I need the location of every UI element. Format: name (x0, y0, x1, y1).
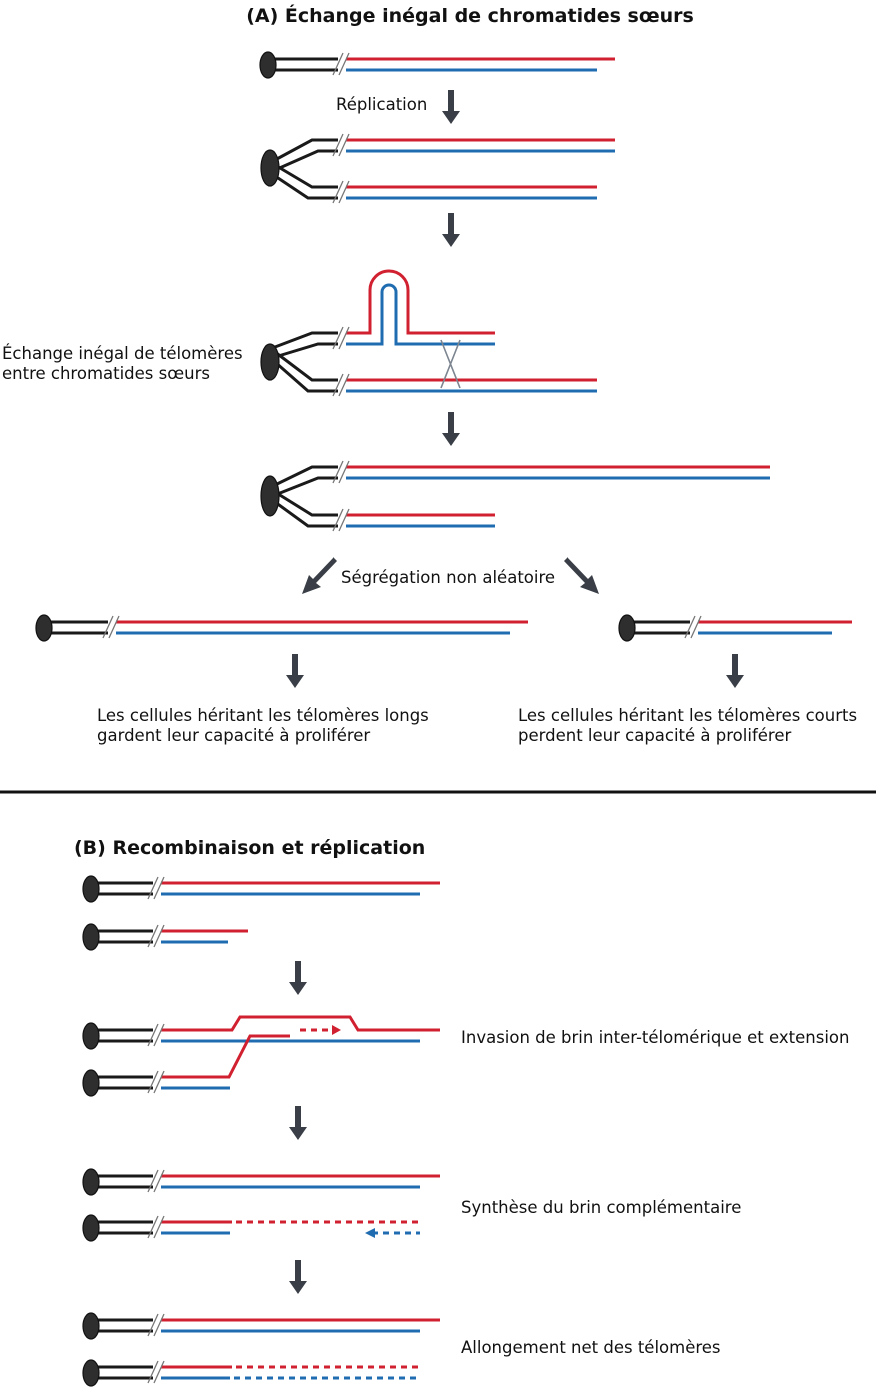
break-icon (332, 326, 350, 350)
break-icon (147, 1360, 165, 1384)
section-a-title: (A) Échange inégal de chromatides sœurs (246, 4, 694, 27)
synthesis-arrow-icon (365, 1228, 375, 1238)
break-icon (147, 1169, 165, 1193)
centromere-icon (82, 875, 100, 903)
exchange-label-line1: Échange inégal de télomères (2, 344, 243, 363)
down-arrow-icon (289, 1106, 307, 1140)
exchange-label-line2: entre chromatides sœurs (2, 364, 210, 383)
centromere-icon (82, 1359, 100, 1387)
centromere-icon (82, 1022, 100, 1050)
chromatids-a3 (260, 269, 597, 397)
break-icon (147, 1023, 165, 1047)
crossover-mark (440, 339, 461, 389)
centromere-icon (260, 475, 280, 517)
break-icon (332, 460, 350, 484)
chromatids-a2 (260, 133, 615, 204)
chromosome-short-telomere (618, 614, 852, 642)
break-icon (684, 615, 702, 639)
break-icon (332, 508, 350, 532)
break-icon (147, 1215, 165, 1239)
break-icon (332, 180, 350, 204)
elongation-label: Allongement net des télomères (461, 1338, 721, 1357)
segregation-label: Ségrégation non aléatoire (341, 568, 555, 587)
chromatids-a4 (260, 460, 770, 532)
chromosome-long-telomere (35, 614, 528, 642)
break-icon (147, 876, 165, 900)
long-outcome-line2: gardent leur capacité à proliférer (97, 726, 370, 745)
centromere-icon (82, 1312, 100, 1340)
extension-arrow-icon (332, 1025, 341, 1035)
net-elongation (82, 1312, 440, 1387)
break-icon (332, 373, 350, 397)
down-arrow-icon (289, 961, 307, 995)
chromosome-a1 (259, 51, 615, 79)
down-arrow-icon (442, 213, 460, 247)
down-right-arrow-icon (564, 557, 599, 594)
break-icon (147, 1070, 165, 1094)
centromere-icon (259, 51, 277, 79)
section-b-title: (B) Recombinaison et réplication (74, 837, 425, 859)
centromere-icon (35, 614, 53, 642)
invasion-label: Invasion de brin inter-télomérique et ex… (461, 1028, 849, 1047)
down-arrow-icon (289, 1260, 307, 1294)
break-icon (147, 924, 165, 948)
short-outcome-line1: Les cellules héritant les télomères cour… (518, 706, 857, 725)
down-arrow-icon (442, 90, 460, 124)
long-outcome-line1: Les cellules héritant les télomères long… (97, 706, 429, 725)
down-arrow-icon (442, 412, 460, 446)
chromosome-b1-short (82, 923, 248, 951)
break-icon (147, 1313, 165, 1337)
complementary-synthesis (82, 1168, 440, 1242)
centromere-icon (82, 923, 100, 951)
centromere-icon (260, 343, 280, 381)
down-arrow-icon (286, 654, 304, 688)
centromere-icon (618, 614, 636, 642)
replication-label: Réplication (336, 95, 427, 114)
centromere-icon (260, 149, 280, 187)
down-arrow-icon (726, 654, 744, 688)
break-icon (332, 133, 350, 157)
break-icon (332, 52, 350, 76)
synthesis-label: Synthèse du brin complémentaire (461, 1198, 741, 1217)
short-outcome-line2: perdent leur capacité à proliférer (518, 726, 791, 745)
break-icon (102, 615, 120, 639)
chromosome-b1-long (82, 875, 440, 903)
centromere-icon (82, 1168, 100, 1196)
centromere-icon (82, 1214, 100, 1242)
centromere-icon (82, 1069, 100, 1097)
strand-invasion (82, 1015, 440, 1097)
down-left-arrow-icon (302, 557, 337, 594)
